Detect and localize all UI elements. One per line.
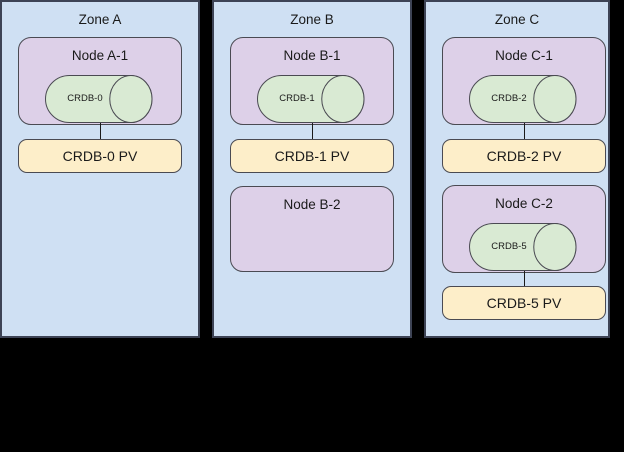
pod-cylinder-crdb-0[interactable]: CRDB-0 [45,75,153,123]
node-title: Node C-2 [495,196,553,211]
pv-label: CRDB-0 PV [62,147,138,164]
pv-box-crdb-5-pv[interactable]: CRDB-5 PV [442,286,606,320]
pv-box-crdb-0-pv[interactable]: CRDB-0 PV [18,139,182,173]
node-title: Node B-1 [283,48,341,63]
node-box-node-b-2[interactable]: Node B-2 [230,186,394,272]
zone-title: Zone A [78,12,122,27]
zone-title: Zone C [494,12,540,27]
pv-box-crdb-2-pv[interactable]: CRDB-2 PV [442,139,606,173]
pod-cylinder-crdb-1[interactable]: CRDB-1 [257,75,365,123]
node-title: Node C-1 [495,48,553,63]
node-title: Node B-2 [283,197,341,212]
node-title: Node A-1 [71,48,129,63]
pv-label: CRDB-5 PV [486,294,562,311]
pod-cylinder-crdb-2[interactable]: CRDB-2 [469,75,577,123]
zone-title: Zone B [290,12,334,27]
pod-to-pv-connector [312,123,313,139]
pv-label: CRDB-2 PV [486,147,562,164]
pod-to-pv-connector [524,271,525,286]
pod-to-pv-connector [100,123,101,139]
pv-label: CRDB-1 PV [274,147,350,164]
pv-box-crdb-1-pv[interactable]: CRDB-1 PV [230,139,394,173]
pod-cylinder-crdb-5[interactable]: CRDB-5 [469,223,577,271]
pod-to-pv-connector [524,123,525,139]
